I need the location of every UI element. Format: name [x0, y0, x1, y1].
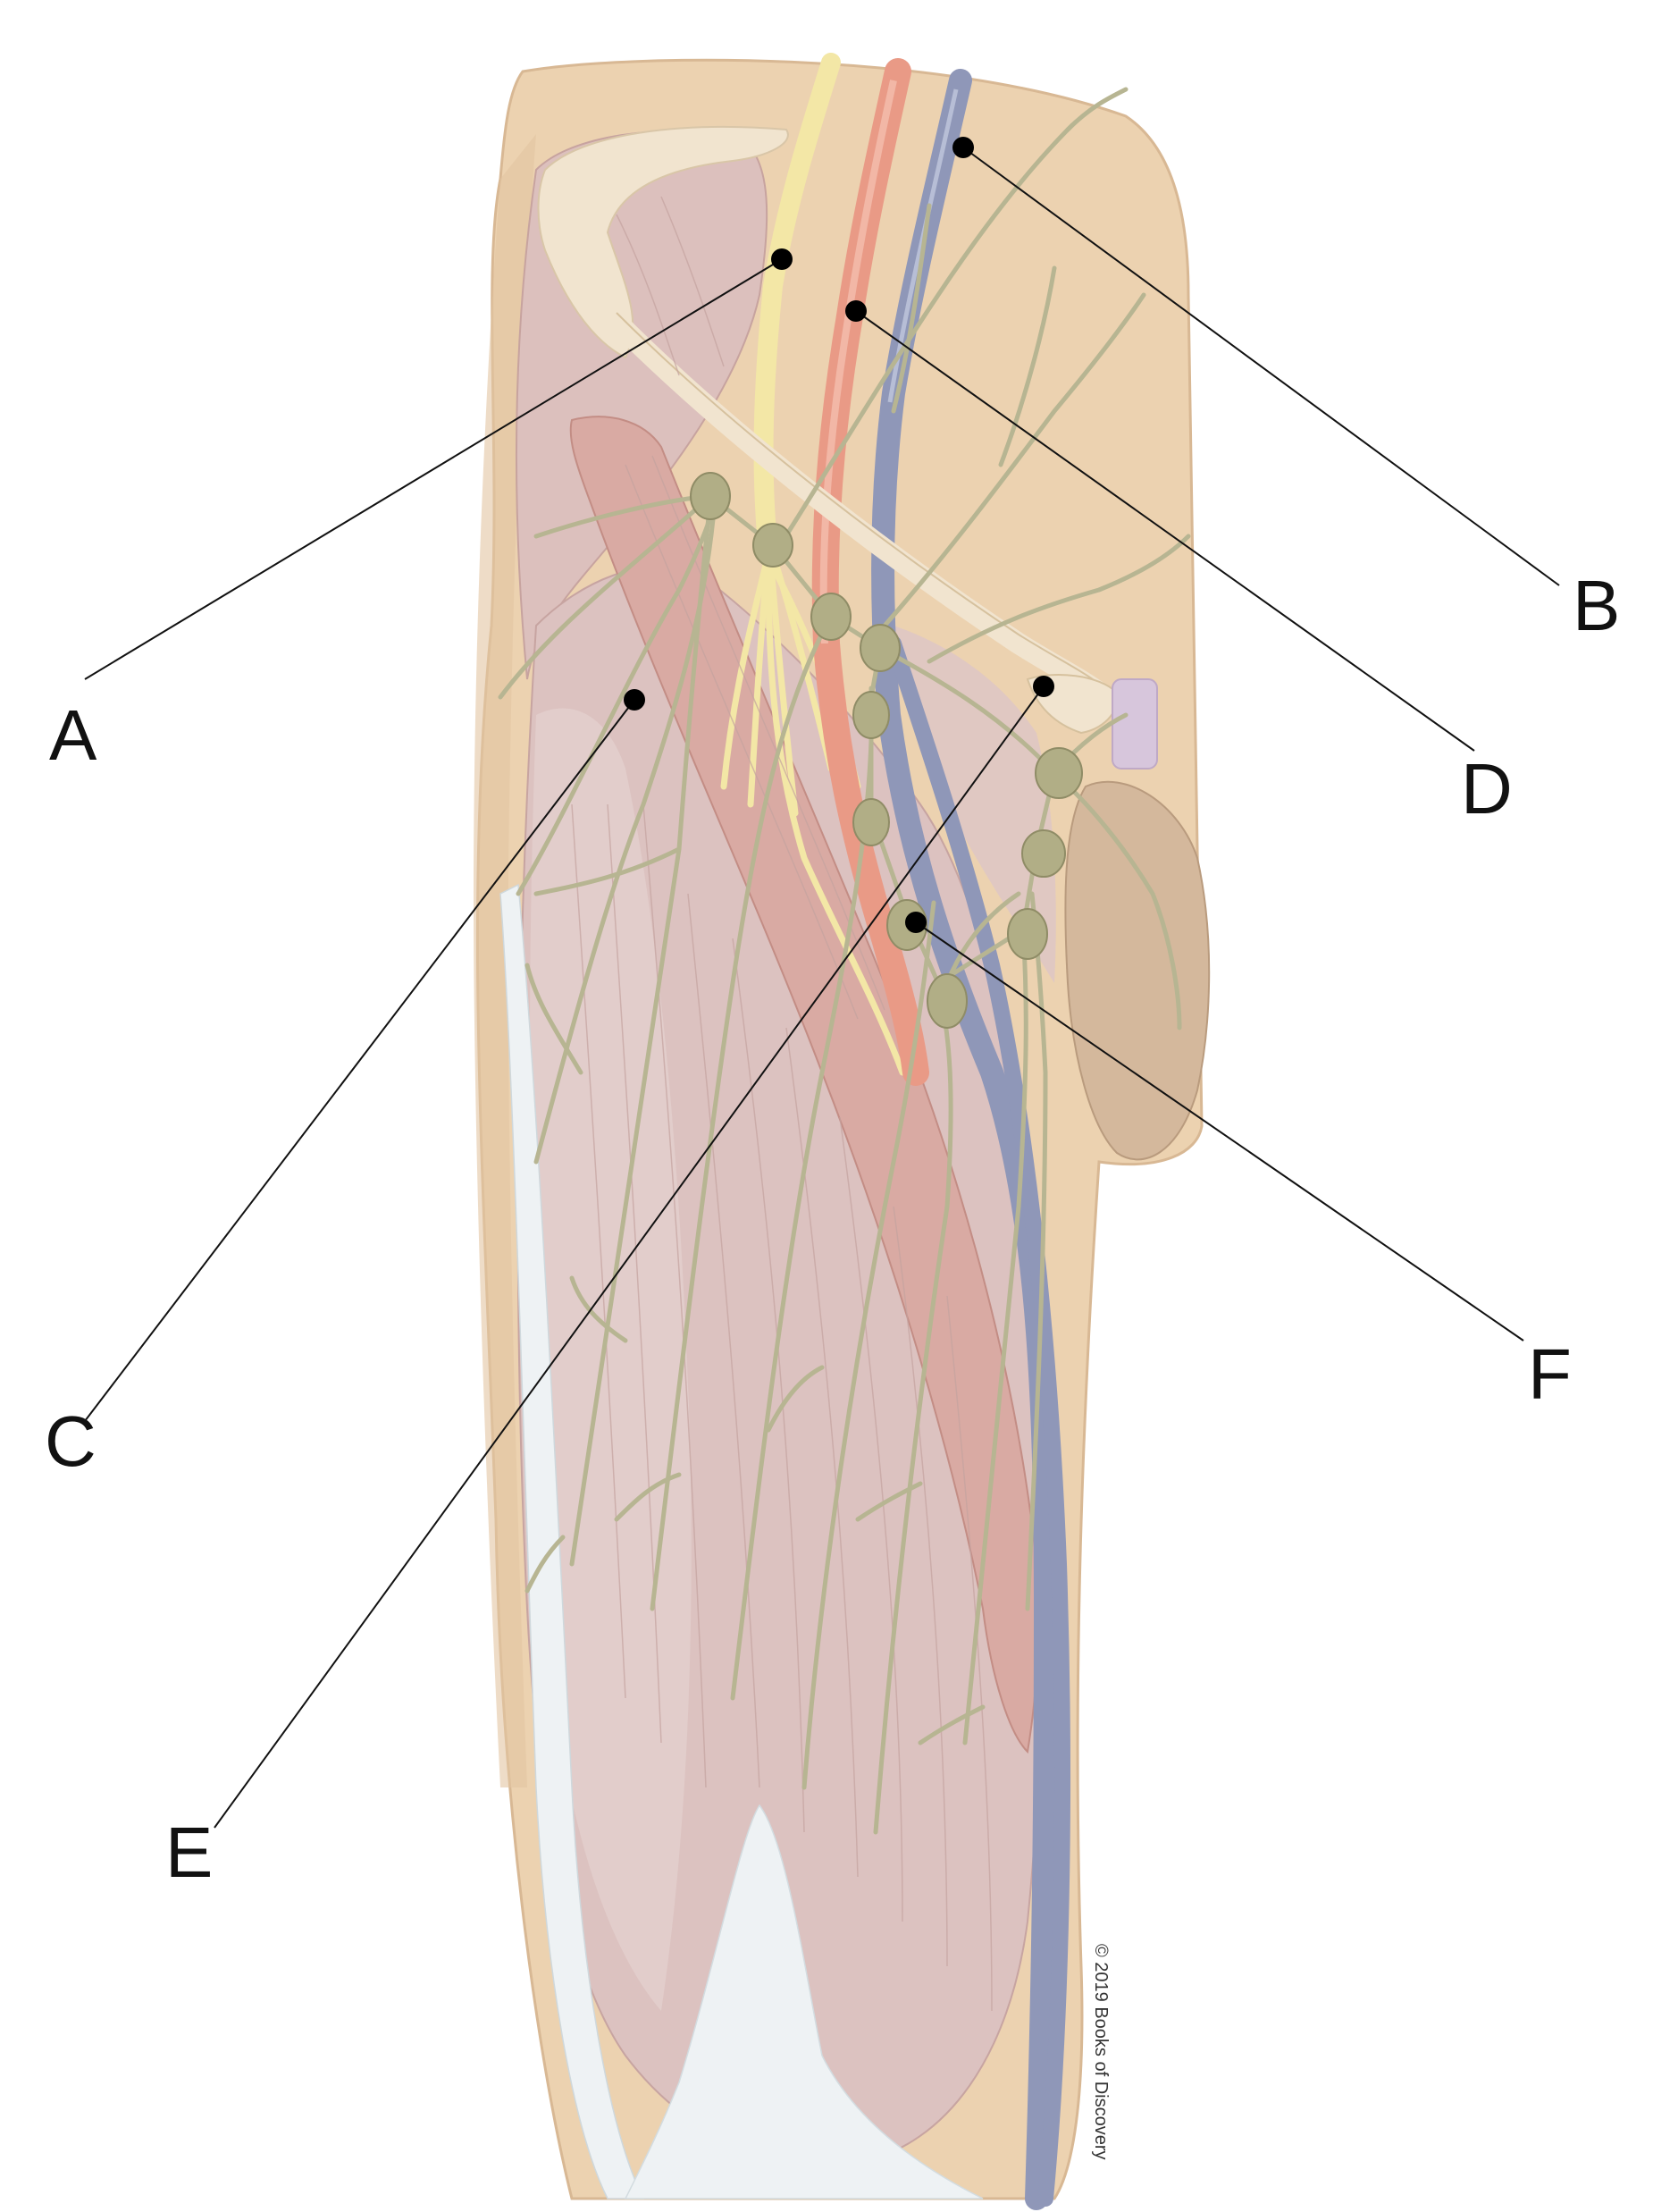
pointer-dot-e [1033, 676, 1054, 697]
pointer-dot-f [905, 912, 927, 933]
leader-line-b [962, 147, 1560, 586]
pointer-dot-c [624, 689, 645, 711]
lymph-node [852, 691, 890, 739]
leader-line-a [84, 258, 783, 680]
pointer-dot-d [845, 300, 867, 322]
label-f: F [1528, 1334, 1572, 1414]
lymph-node [927, 973, 968, 1029]
lymph-node [810, 593, 852, 641]
lymph-node [752, 523, 793, 568]
femoral-nerve [753, 53, 841, 564]
leader-line-c [84, 699, 635, 1422]
inguinal-ligament-edge [616, 312, 1100, 685]
muscle-fibres [571, 196, 993, 2012]
patellar-fascia [624, 1804, 984, 2199]
label-a: A [49, 695, 97, 775]
thigh-illustration [474, 53, 1211, 2210]
leader-line-f [915, 921, 1524, 1341]
lymph-node [1021, 829, 1066, 878]
inguinal-ligament [606, 311, 1110, 703]
femoral-artery-highlight [819, 80, 897, 644]
femoral-nerve-branches [720, 551, 906, 1076]
structure-labels: A B C D E F [45, 566, 1620, 1892]
pointer-dot-b [952, 137, 974, 158]
lymph-node [852, 798, 890, 846]
label-e: E [165, 1812, 213, 1892]
genital-region [1064, 780, 1211, 1161]
great-saphenous-vein [885, 635, 1071, 2207]
label-d: D [1461, 749, 1513, 828]
pointer-dot-a [771, 248, 793, 270]
lymph-node [1007, 908, 1048, 960]
leader-line-d [855, 310, 1475, 752]
label-b: B [1573, 566, 1620, 645]
iliac-crest-fascia [537, 126, 789, 359]
pubic-pad [1112, 678, 1158, 770]
lymph-node [860, 624, 901, 672]
label-c: C [45, 1401, 96, 1481]
lymph-node [1035, 747, 1083, 799]
copyright-notice: © 2019 Books of Discovery [1091, 1944, 1111, 2160]
lymph-node [690, 472, 731, 520]
leader-line-e [214, 685, 1045, 1829]
leader-lines [84, 147, 1560, 1829]
pointer-dots [624, 137, 1054, 933]
